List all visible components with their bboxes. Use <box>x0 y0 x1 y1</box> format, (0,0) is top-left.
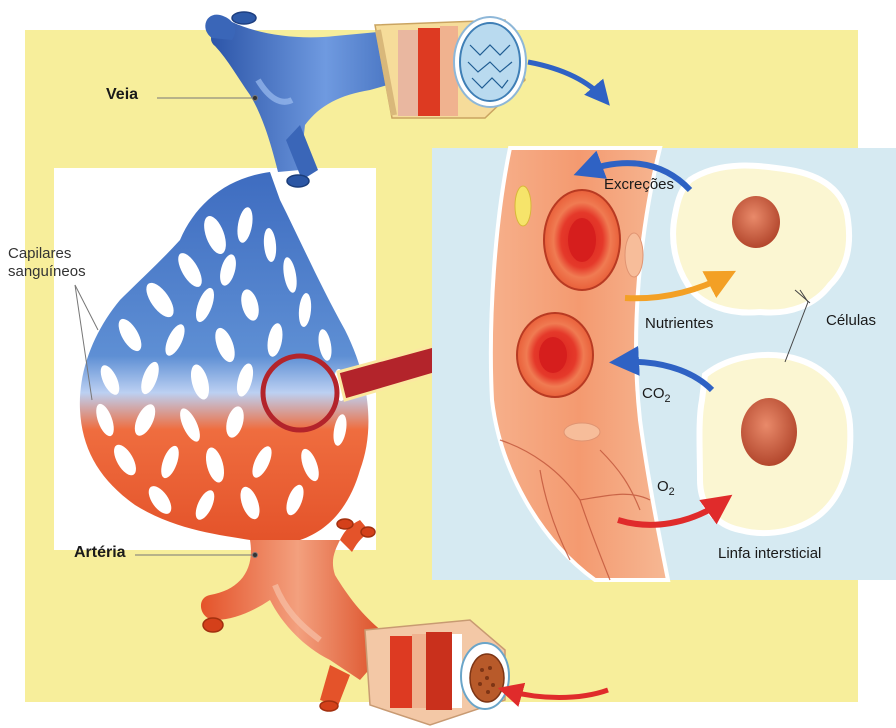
label-o2: O2 <box>657 478 675 495</box>
zoom-panel <box>432 148 896 580</box>
label-co2-subscript: 2 <box>665 393 671 405</box>
label-veia: Veia <box>106 86 138 104</box>
label-capilares-line1: Capilares <box>8 245 86 263</box>
label-nutrientes: Nutrientes <box>645 315 713 332</box>
label-o2-base: O <box>657 478 669 495</box>
label-excrecoes: Excreções <box>604 176 674 193</box>
vein-cross-section <box>375 17 526 118</box>
label-capilares-line2: sanguíneos <box>8 263 86 281</box>
label-celulas: Células <box>826 312 876 329</box>
label-o2-subscript: 2 <box>669 486 675 498</box>
artery-cross-section <box>365 620 509 725</box>
label-co2-base: CO <box>642 385 665 402</box>
label-arteria: Artéria <box>74 544 126 562</box>
label-co2: CO2 <box>642 385 671 402</box>
label-linfa-intersticial: Linfa intersticial <box>718 545 821 562</box>
label-capilares: Capilares sanguíneos <box>8 245 86 281</box>
